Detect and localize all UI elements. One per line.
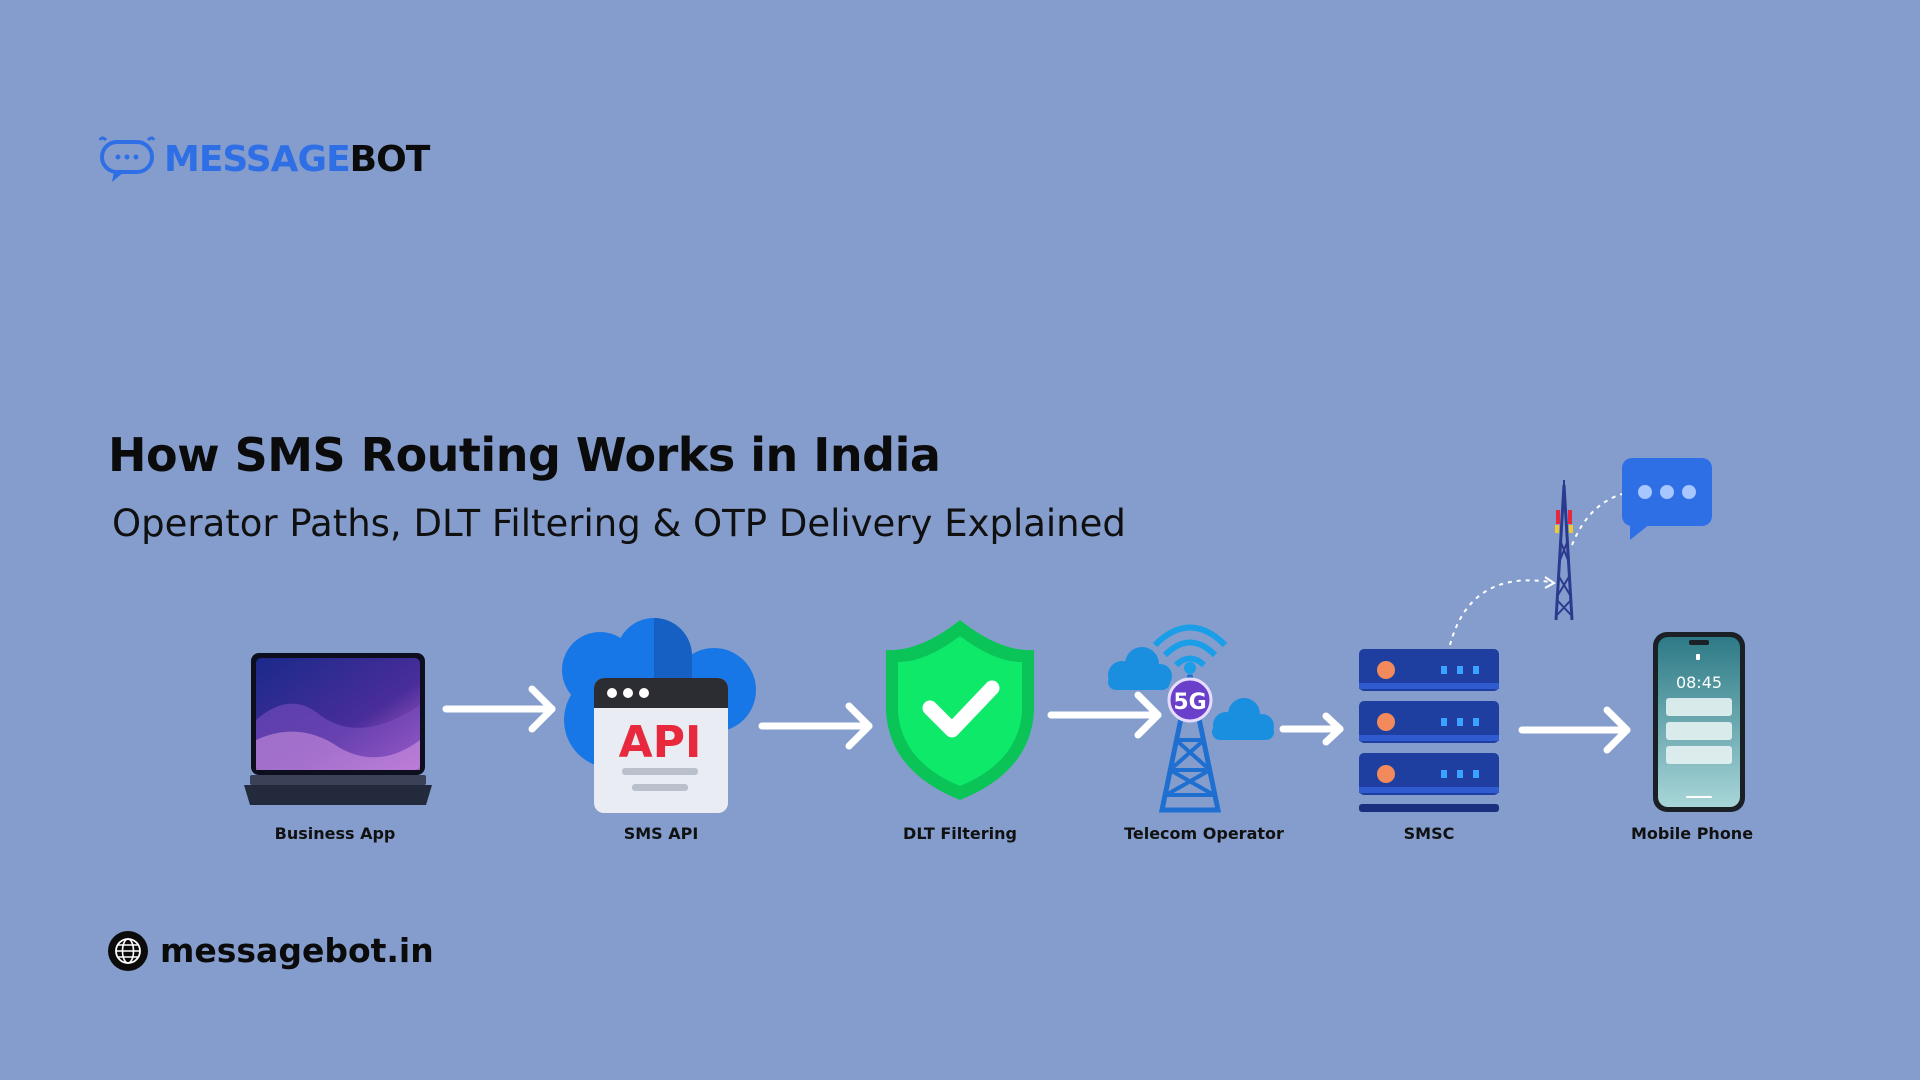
- server-stack-icon: [1359, 649, 1499, 812]
- cloud-api-icon: API: [562, 618, 756, 813]
- api-badge-text: API: [619, 717, 702, 768]
- step-label-smsc: SMSC: [1403, 824, 1455, 843]
- dotted-path-arrowhead: [1544, 576, 1556, 589]
- step-label-sms-api: SMS API: [623, 824, 699, 843]
- step-label-dlt-filtering: DLT Filtering: [903, 824, 1017, 843]
- smartphone-icon: 08:45: [1653, 632, 1745, 812]
- page-title: How SMS Routing Works in India: [108, 428, 941, 482]
- brand-name: MESSAGEBOT: [164, 136, 431, 184]
- tower-5g-icon: 5G: [1108, 624, 1274, 813]
- arrow-dlt-to-operator: [1047, 691, 1162, 739]
- dotted-path-to-tower: [1449, 579, 1551, 646]
- shield-check-icon: [886, 620, 1034, 800]
- step-label-business-app: Business App: [274, 824, 396, 843]
- globe-icon: [108, 931, 148, 971]
- small-tower-icon: [1554, 480, 1574, 621]
- network-badge-text: 5G: [1173, 690, 1206, 715]
- arrow-operator-to-smsc: [1279, 712, 1344, 746]
- website-url-link[interactable]: messagebot.in: [160, 931, 434, 970]
- cloud-left-icon: [1108, 647, 1172, 690]
- arrow-smsc-to-phone: [1518, 706, 1631, 754]
- brand-name-part1: MESSAGE: [164, 139, 351, 180]
- brand-logo: MESSAGEBOT: [98, 134, 438, 186]
- page-subtitle: Operator Paths, DLT Filtering & OTP Deli…: [112, 502, 1126, 545]
- phone-clock-text: 08:45: [1676, 673, 1722, 692]
- cloud-right-icon: [1212, 698, 1274, 740]
- arrow-api-to-dlt: [758, 702, 873, 750]
- brand-name-part2: BOT: [349, 139, 431, 180]
- dotted-path-to-bubble: [1571, 491, 1631, 546]
- step-label-telecom-operator: Telecom Operator: [1124, 824, 1284, 843]
- chat-bubble-logo-icon: [98, 136, 156, 182]
- message-bubble-icon: [1622, 458, 1712, 540]
- arrow-app-to-api: [442, 685, 556, 733]
- step-label-mobile-phone: Mobile Phone: [1630, 824, 1754, 843]
- laptop-icon: [244, 653, 432, 805]
